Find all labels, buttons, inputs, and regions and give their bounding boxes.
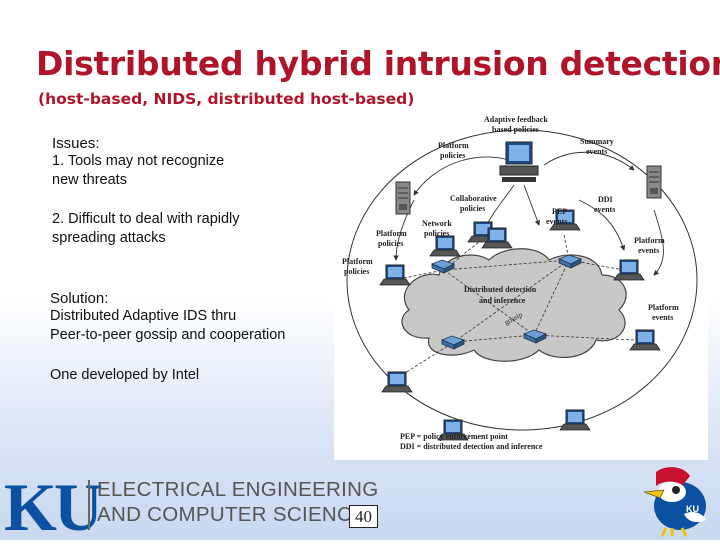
ku-logo-letters: KU — [4, 468, 100, 547]
issue-2: 2. Difficult to deal with rapidly spread… — [52, 210, 240, 248]
issues-heading-label: Issues — [52, 135, 95, 152]
label-cloud-1: Distributed detection — [464, 285, 537, 294]
label-platform-events-low-1: Platform — [648, 303, 679, 312]
label-platform-policies-left-1: Platform — [376, 229, 407, 238]
server-right-icon — [647, 166, 661, 198]
label-network-policies-1: Network — [422, 219, 452, 228]
jayhawk-badge-text: KU — [686, 504, 699, 514]
server-left-icon — [396, 182, 410, 214]
network-diagram-svg: Adaptive feedback based policies Platfor… — [334, 110, 708, 460]
label-collaborative-1: Collaborative — [450, 194, 497, 203]
issue-2-line-1: 2. Difficult to deal with rapidly — [52, 210, 240, 229]
label-platform-policies-top-2: policies — [440, 151, 465, 160]
label-summary-events-2: events — [586, 147, 607, 156]
laptop-left-icon — [380, 265, 410, 285]
label-network-policies-2: policies — [424, 229, 449, 238]
label-pep-events-2: events — [546, 217, 567, 226]
label-platform-policies-far-2: policies — [344, 267, 369, 276]
label-ddi-events-1: DDI — [598, 195, 613, 204]
laptop-right-icon — [614, 260, 644, 280]
label-adaptive-feedback-1: Adaptive feedback — [484, 115, 548, 124]
slide-subtitle: (host-based, NIDS, distributed host-base… — [38, 90, 414, 108]
solution-line-1: Distributed Adaptive IDS thru — [50, 307, 285, 326]
issue-1: 1. Tools may not recognize new threats — [52, 152, 224, 190]
laptop-low-right-icon — [630, 330, 660, 350]
label-cloud-2: and inference — [479, 296, 526, 305]
issue-1-line-1: 1. Tools may not recognize — [52, 152, 224, 171]
laptop-network-icon — [430, 236, 460, 256]
issue-2-line-2: spreading attacks — [52, 229, 240, 248]
solution-text: Distributed Adaptive IDS thru Peer-to-pe… — [50, 307, 285, 345]
legend-line-1: PEP = policy enforcement point — [400, 432, 508, 441]
issue-1-line-2: new threats — [52, 171, 224, 190]
label-collaborative-2: policies — [460, 204, 485, 213]
intel-note: One developed by Intel — [50, 366, 199, 385]
label-summary-events-1: Summary — [580, 137, 614, 146]
label-platform-policies-top-1: Platform — [438, 141, 469, 150]
label-platform-policies-far-1: Platform — [342, 257, 373, 266]
label-pep-events-1: PEP — [552, 207, 567, 216]
label-adaptive-feedback-2: based policies — [492, 125, 539, 134]
label-ddi-events-2: events — [594, 205, 615, 214]
workstation-icon — [500, 142, 538, 182]
network-diagram: Adaptive feedback based policies Platfor… — [334, 110, 708, 460]
solution-heading: Solution: — [50, 289, 108, 308]
solution-heading-label: Solution — [50, 290, 104, 307]
issues-heading: Issues: — [52, 134, 100, 153]
label-platform-events-right-1: Platform — [634, 236, 665, 245]
jayhawk-mascot-icon: KU — [636, 462, 714, 538]
dept-line-2: AND COMPUTER SCIENCE — [97, 503, 366, 527]
logo-divider — [88, 480, 90, 530]
page-number: 40 — [349, 505, 378, 528]
label-platform-events-right-2: events — [638, 246, 659, 255]
dept-line-1: ELECTRICAL ENGINEERING — [97, 478, 379, 502]
label-platform-policies-left-2: policies — [378, 239, 403, 248]
solution-line-2: Peer-to-peer gossip and cooperation — [50, 326, 285, 345]
slide-title: Distributed hybrid intrusion detection — [36, 44, 720, 83]
label-platform-events-low-2: events — [652, 313, 673, 322]
legend-line-2: DDI = distributed detection and inferenc… — [400, 442, 543, 451]
